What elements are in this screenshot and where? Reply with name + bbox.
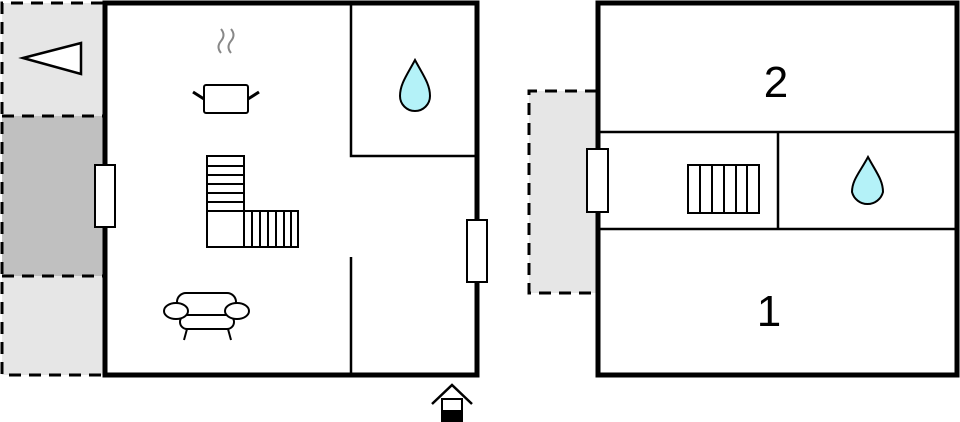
window-east: [466, 219, 488, 283]
staircase-icon: [206, 155, 299, 248]
staircase-icon: [687, 164, 760, 214]
water-drop-icon: [398, 57, 432, 112]
upper-floor-walls: [595, 0, 960, 378]
window-west: [94, 164, 116, 228]
bedroom-1-label: 1: [756, 287, 782, 336]
balcony: [527, 89, 597, 295]
compass-arrow-icon: [18, 41, 83, 76]
armchair-icon: [163, 292, 250, 341]
covered-terrace: [2, 116, 103, 276]
water-drop-icon: [850, 154, 885, 205]
ground-floor-walls: [102, 0, 480, 378]
cooking-pot-icon: [192, 28, 260, 114]
window-upper-west: [586, 148, 609, 213]
bedroom-2-label: 2: [763, 58, 789, 107]
entrance-icon: [431, 383, 473, 422]
